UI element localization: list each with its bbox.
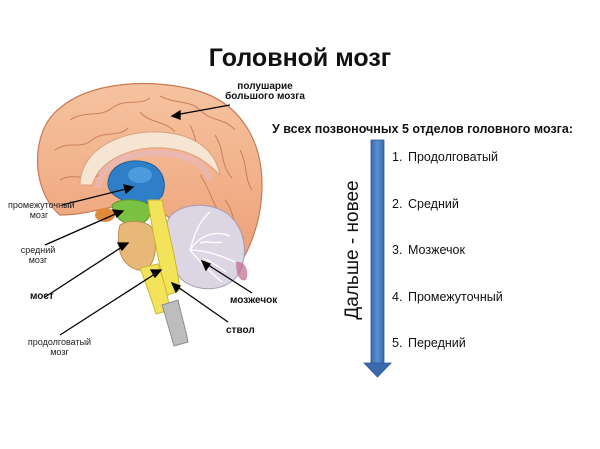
pointer-lines — [44, 104, 253, 336]
corpus-callosum — [79, 131, 221, 186]
list-item-number: 1. — [392, 150, 403, 164]
list-item: 1. Продолговатый — [392, 150, 503, 197]
list-item: 4. Промежуточный — [392, 290, 503, 337]
page-title: Головной мозг — [208, 44, 392, 72]
brain-sections-list: 1. Продолговатый 2. Средний 3. Мозжечок 4. П… — [392, 150, 503, 383]
list-item-number: 3. — [392, 243, 403, 257]
label-midbrain-line2: мозг — [28, 255, 48, 265]
list-item-text: Средний — [408, 196, 459, 211]
brainstem — [147, 199, 181, 297]
pituitary — [95, 208, 115, 222]
list-item-text: Мозжечок — [408, 243, 465, 257]
label-diencephalon-line1: промежуточный — [8, 200, 75, 210]
list-item-text: Передний — [408, 336, 466, 350]
list-item-number: 4. — [392, 289, 403, 304]
label-hemisphere: полушарие большого мозга — [220, 82, 310, 102]
label-midbrain-line1: средний — [20, 245, 56, 255]
list-item-number: 5. — [392, 336, 403, 350]
label-hemisphere-line1: полушарие — [237, 81, 293, 92]
label-midbrain: средний мозг — [18, 245, 58, 265]
list-item-number: 2. — [392, 196, 403, 211]
label-cerebellum: мозжечок — [230, 295, 278, 306]
headline: У всех позвоночных 5 отделов головного м… — [272, 122, 574, 136]
label-diencephalon-line2: мозг — [29, 210, 49, 220]
label-hemisphere-line2: большого мозга — [225, 91, 305, 102]
label-diencephalon: промежуточный мозг — [8, 200, 75, 220]
list-item-text: Промежуточный — [408, 289, 503, 304]
list-item: 2. Средний — [392, 197, 503, 244]
label-medulla: продолговатый мозг — [22, 337, 97, 357]
midbrain — [111, 199, 151, 226]
chronology-arrow — [363, 139, 392, 378]
label-pons: мост — [30, 291, 54, 302]
list-item: 5. Передний — [392, 336, 503, 383]
list-item-text: Продолговатый — [408, 150, 498, 164]
label-medulla-line2: мозг — [50, 347, 69, 357]
label-medulla-line1: продолговатый — [27, 337, 92, 347]
arrow-label: Дальше - новее — [342, 180, 363, 320]
spinal-cord — [161, 299, 189, 347]
label-stem: ствол — [226, 325, 255, 336]
list-item: 3. Мозжечок — [392, 243, 503, 290]
